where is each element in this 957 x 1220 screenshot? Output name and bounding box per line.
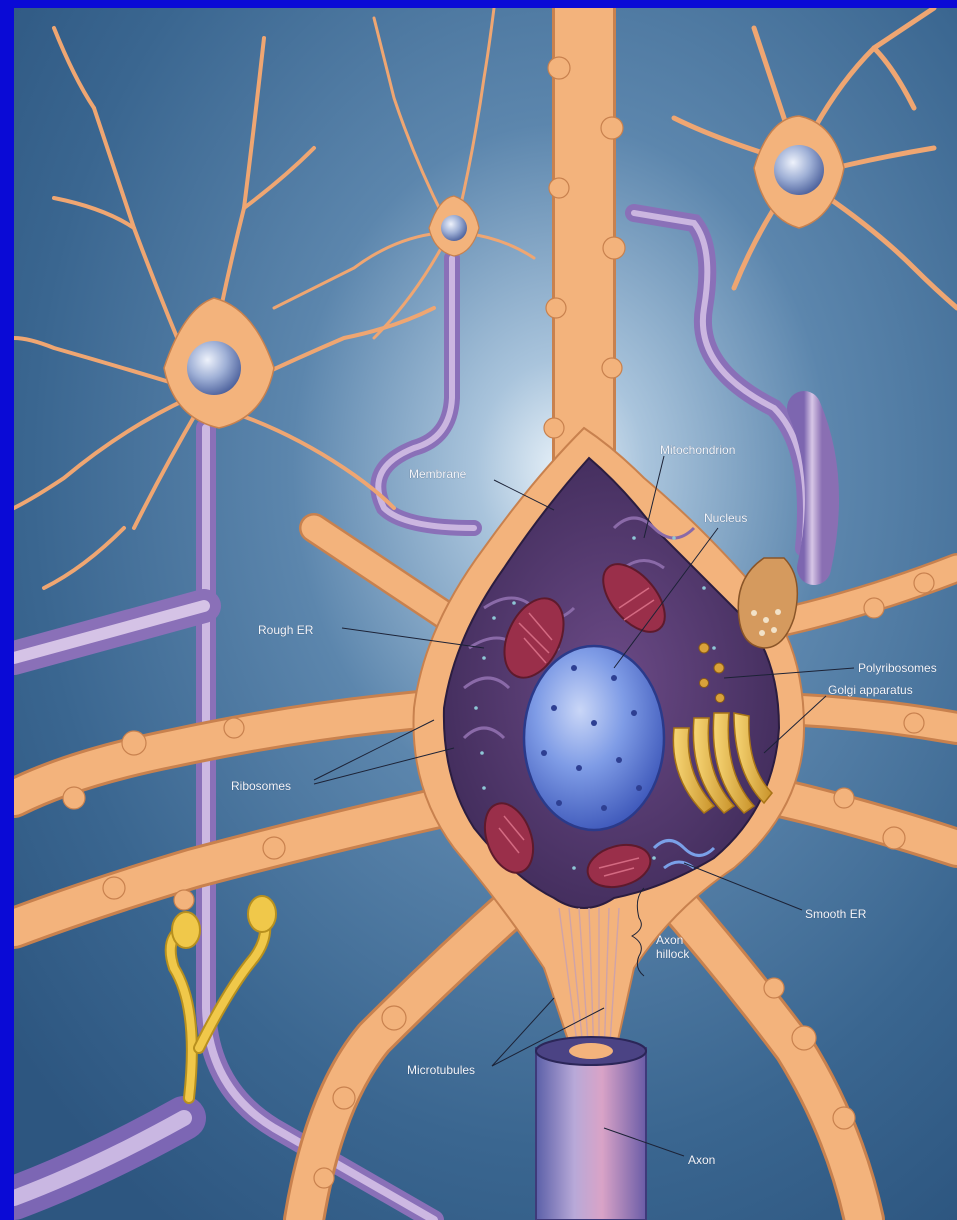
- label-axon-hillock-line2: hillock: [656, 947, 690, 961]
- label-smooth-er: Smooth ER: [805, 907, 867, 921]
- label-ribosomes: Ribosomes: [231, 779, 291, 793]
- label-nucleus: Nucleus: [704, 511, 747, 525]
- neuron-illustration: Membrane Mitochondrion Nucleus Rough ER …: [14, 8, 957, 1220]
- label-membrane: Membrane: [409, 467, 467, 481]
- main-axon: [536, 1037, 646, 1220]
- neuron-diagram: Membrane Mitochondrion Nucleus Rough ER …: [14, 8, 957, 1220]
- label-golgi-apparatus: Golgi apparatus: [828, 683, 913, 697]
- label-axon: Axon: [688, 1153, 715, 1167]
- label-microtubules: Microtubules: [407, 1063, 475, 1077]
- nucleus: [524, 646, 664, 830]
- label-mitochondrion: Mitochondrion: [660, 443, 735, 457]
- label-axon-hillock-line1: Axon: [656, 933, 683, 947]
- label-rough-er: Rough ER: [258, 623, 314, 637]
- label-polyribosomes: Polyribosomes: [858, 661, 937, 675]
